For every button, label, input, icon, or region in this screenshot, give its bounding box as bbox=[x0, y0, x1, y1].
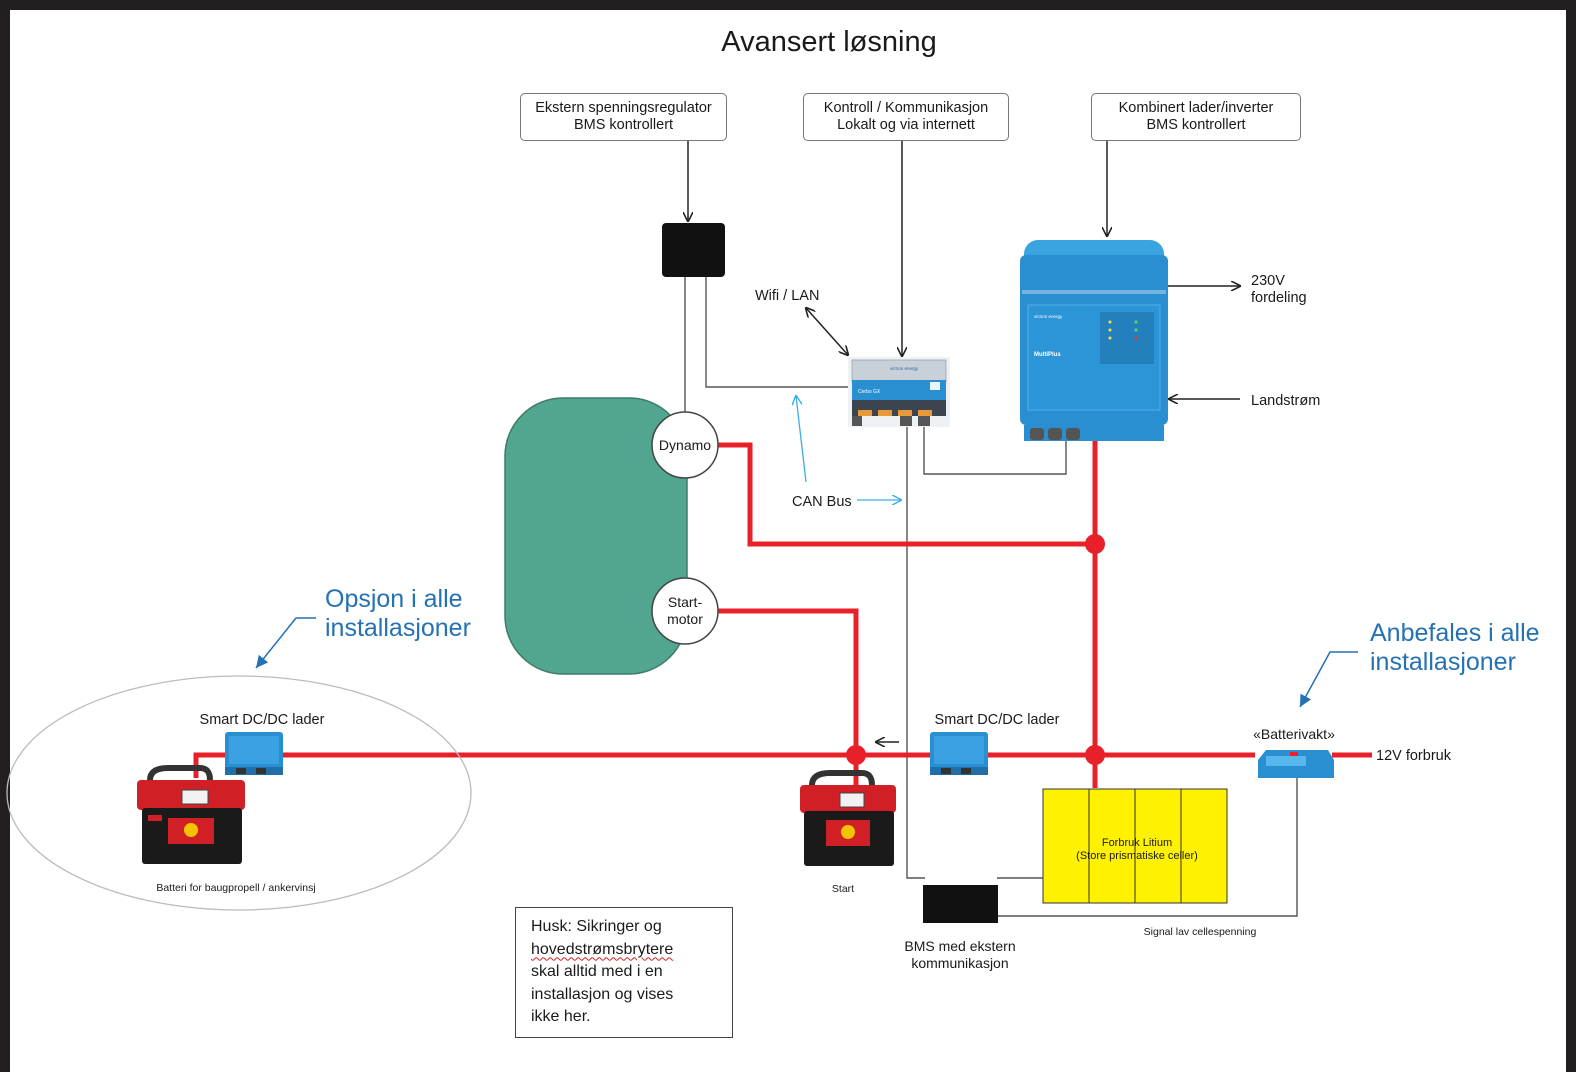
battery-guard bbox=[1258, 750, 1334, 778]
multiplus-brand-text: victron energy bbox=[1034, 314, 1063, 319]
note-line-4: installasjon og vises bbox=[531, 985, 674, 1003]
battery-start-label: Start bbox=[832, 883, 854, 895]
annotation-arrows bbox=[255, 617, 1358, 708]
battery-guard-label: «Batterivakt» bbox=[1253, 726, 1335, 742]
bms-label-1: BMS med ekstern bbox=[904, 938, 1015, 954]
output-230v-label-2: fordeling bbox=[1251, 290, 1307, 306]
option-label-1: Opsjon i alle bbox=[325, 585, 463, 613]
note-line-5: ikke her. bbox=[531, 1008, 591, 1025]
optional-ellipse bbox=[6, 675, 472, 911]
lithium-label-2: (Store prismatiske celler) bbox=[1076, 850, 1198, 862]
starter-label-2: motor bbox=[667, 611, 703, 627]
callout-control: Kontroll / Kommunikasjon Lokalt og via i… bbox=[803, 93, 1009, 141]
battery-bow-thruster bbox=[137, 765, 245, 864]
callout-control-line2: Lokalt og via internett bbox=[837, 117, 975, 133]
signal-low-label: Signal lav cellespenning bbox=[1144, 926, 1257, 938]
lithium-battery-bank bbox=[1042, 788, 1228, 904]
signal-wires bbox=[684, 276, 1298, 917]
cerbo-gx: Cerbo GX victron energy bbox=[848, 357, 950, 427]
external-regulator bbox=[662, 223, 725, 277]
engine-block bbox=[504, 397, 688, 675]
dynamo-label: Dynamo bbox=[659, 437, 711, 453]
recommended-label-1: Anbefales i alle bbox=[1370, 619, 1540, 647]
battery-start bbox=[800, 770, 896, 866]
note-line-3: skal alltid med i en bbox=[531, 963, 663, 980]
callout-regulator-line1: Ekstern spenningsregulator bbox=[535, 100, 712, 116]
lithium-label-1: Forbruk Litium bbox=[1102, 837, 1172, 849]
page-title: Avansert løsning bbox=[721, 26, 936, 58]
multiplus-text: MultiPlus bbox=[1034, 352, 1061, 358]
callout-inverter-line2: BMS kontrollert bbox=[1146, 117, 1246, 133]
callout-regulator-line2: BMS kontrollert bbox=[573, 117, 674, 133]
dcdc-charger-right bbox=[930, 732, 988, 775]
dcdc-right-label: Smart DC/DC lader bbox=[935, 712, 1060, 728]
diagram-canvas bbox=[10, 10, 1566, 1072]
option-label-2: installasjoner bbox=[325, 614, 471, 642]
dynamo bbox=[651, 411, 719, 479]
cable-junctions bbox=[846, 534, 1105, 765]
dcdc-left-label: Smart DC/DC lader bbox=[200, 712, 325, 728]
load-12v-label: 12V forbruk bbox=[1376, 748, 1452, 764]
note-line-1: Husk: Sikringer og bbox=[531, 918, 662, 935]
wifi-label: Wifi / LAN bbox=[755, 288, 819, 304]
can-bus-label: CAN Bus bbox=[792, 494, 852, 510]
battery-bow-label: Batteri for baugpropell / ankervinsj bbox=[156, 882, 315, 894]
note-line-2: hovedstrømsbrytere bbox=[531, 940, 674, 958]
recommended-label-2: installasjoner bbox=[1370, 648, 1516, 676]
callout-control-line1: Kontroll / Kommunikasjon bbox=[823, 100, 989, 116]
callout-inverter: Kombinert lader/inverter BMS kontrollert bbox=[1091, 93, 1301, 141]
cerbo-brand-text: victron energy bbox=[890, 366, 919, 371]
dc-cables bbox=[193, 428, 1372, 790]
dcdc-charger-left bbox=[225, 732, 283, 775]
callout-external-regulator: Ekstern spenningsregulator BMS kontrolle… bbox=[520, 93, 727, 141]
multiplus-inverter: MultiPlus victron energy bbox=[1020, 240, 1168, 441]
pointer-arrows bbox=[688, 141, 1240, 742]
output-230v-label-1: 230V bbox=[1251, 273, 1285, 289]
fuse-note: Husk: Sikringer og hovedstrømsbrytere sk… bbox=[515, 907, 733, 1038]
bms-unit bbox=[923, 885, 998, 923]
can-bus-arrows bbox=[796, 396, 901, 500]
callout-inverter-line1: Kombinert lader/inverter bbox=[1118, 100, 1274, 116]
starter-label-1: Start- bbox=[668, 594, 703, 610]
shore-power-label: Landstrøm bbox=[1251, 393, 1320, 409]
cerbo-text: Cerbo GX bbox=[858, 389, 881, 395]
bms-label-2: kommunikasjon bbox=[911, 955, 1008, 971]
starter-motor bbox=[651, 577, 719, 645]
